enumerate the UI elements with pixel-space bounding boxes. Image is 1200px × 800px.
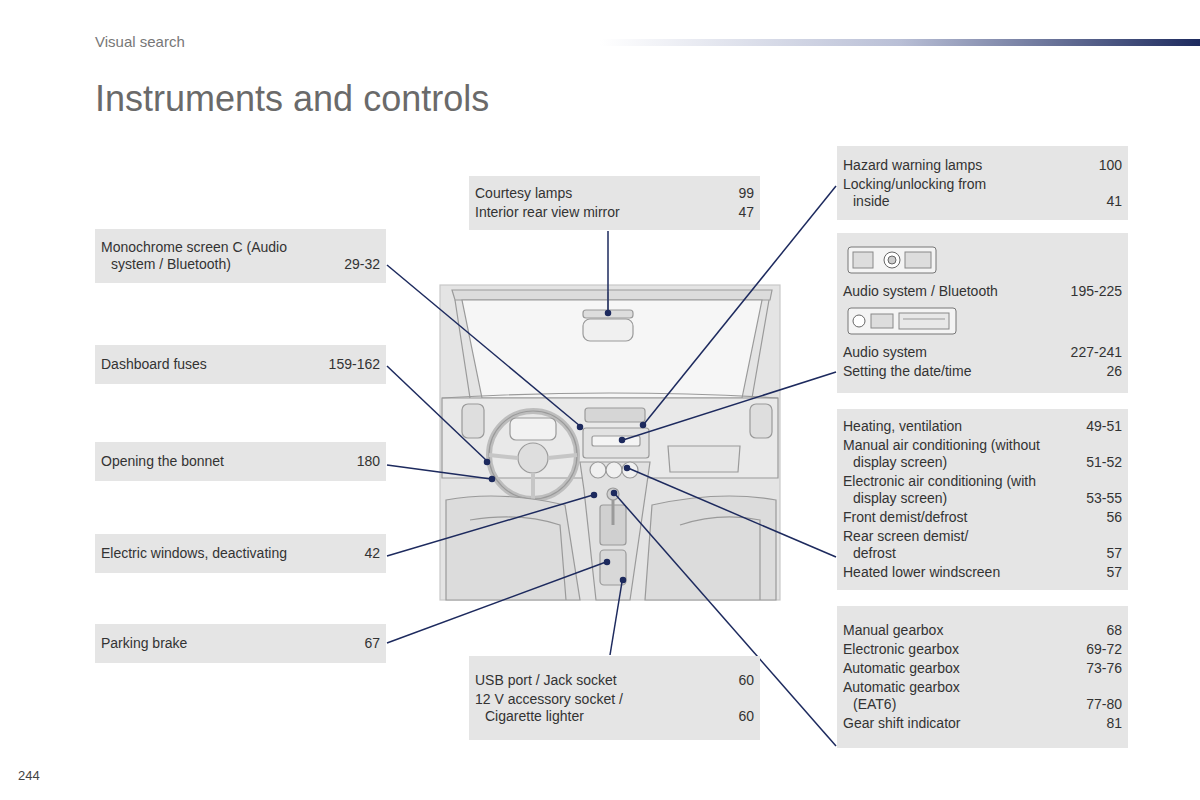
page-reference: 57 (1098, 545, 1122, 562)
page-reference: 159-162 (321, 356, 380, 373)
page-reference: 57 (1098, 564, 1122, 581)
page-reference: 73-76 (1078, 660, 1122, 677)
entry-row: Hazard warning lamps 100 (843, 157, 1122, 174)
page-reference: 60 (730, 708, 754, 725)
page-reference: 41 (1098, 193, 1122, 210)
item-name: Manual air conditioning (without display… (843, 437, 1043, 471)
callout-box: Opening the bonnet 180 (95, 442, 386, 481)
entry-row: 12 V accessory socket / Cigarette lighte… (475, 691, 754, 725)
item-name: Courtesy lamps (475, 185, 572, 202)
item-name: Manual gearbox (843, 622, 943, 639)
page-reference: 81 (1098, 715, 1122, 732)
car-interior (440, 285, 780, 600)
callout-box: USB port / Jack socket 60 12 V accessory s… (469, 656, 760, 740)
page-reference: 56 (1098, 509, 1122, 526)
entry-row: Manual air conditioning (without display… (843, 437, 1122, 471)
entry-row: Heating, ventilation 49-51 (843, 418, 1122, 435)
entry-row: Electronic air conditioning (with displa… (843, 473, 1122, 507)
item-name: Setting the date/time (843, 363, 971, 380)
entry-row: Electric windows, deactivating 42 (101, 545, 380, 562)
page-number: 244 (18, 768, 40, 783)
entry-row: Front demist/defrost 56 (843, 509, 1122, 526)
page-reference: 77-80 (1078, 696, 1122, 713)
page-reference: 67 (356, 635, 380, 652)
header-bar (600, 39, 1200, 46)
page-reference: 47 (730, 204, 754, 221)
item-name: USB port / Jack socket (475, 672, 617, 689)
item-name: Dashboard fuses (101, 356, 207, 373)
item-name: Electric windows, deactivating (101, 545, 287, 562)
entry-row: Automatic gearbox 73-76 (843, 660, 1122, 677)
item-name: Audio system / Bluetooth (843, 283, 998, 300)
callout-box: Parking brake 67 (95, 624, 386, 663)
item-name: Monochrome screen C (Audio system / Blue… (101, 239, 301, 273)
entry-row: Electronic gearbox 69-72 (843, 641, 1122, 658)
item-name: Electronic air conditioning (with displa… (843, 473, 1053, 507)
entry-row: Audio system 227-241 (843, 344, 1122, 361)
item-name: Gear shift indicator (843, 715, 963, 732)
item-name: Automatic gearbox (EAT6) (843, 679, 993, 713)
callout-box: Hazard warning lamps 100Locking/unlocking… (837, 146, 1128, 220)
entry-row: Manual gearbox 68 (843, 622, 1122, 639)
page-reference: 60 (730, 672, 754, 689)
item-name: Automatic gearbox (843, 660, 960, 677)
page-reference: 68 (1098, 622, 1122, 639)
audio-unit-icon (847, 307, 1122, 339)
page-reference: 51-52 (1078, 454, 1122, 471)
entry-row: Audio system / Bluetooth 195-225 (843, 283, 1122, 300)
callout-box: Courtesy lamps 99Interior rear view mirro… (469, 176, 760, 230)
page-reference: 49-51 (1078, 418, 1122, 435)
page-reference: 180 (349, 453, 380, 470)
audio-unit-icon (847, 246, 1122, 278)
item-name: Hazard warning lamps (843, 157, 982, 174)
callout-box: Audio system / Bluetooth195-225Audio sys… (837, 233, 1128, 393)
entry-row: Monochrome screen C (Audio system / Blue… (101, 239, 380, 273)
page-reference: 29-32 (336, 256, 380, 273)
item-name: Front demist/defrost (843, 509, 968, 526)
section-header: Visual search (95, 33, 185, 50)
item-name: Rear screen demist/ defrost (843, 528, 1003, 562)
page-reference: 53-55 (1078, 490, 1122, 507)
entry-row: Setting the date/time 26 (843, 363, 1122, 380)
item-name: Heating, ventilation (843, 418, 962, 435)
item-name: Locking/unlocking from inside (843, 176, 993, 210)
entry-row: Dashboard fuses 159-162 (101, 356, 380, 373)
entry-row: Locking/unlocking from inside 41 (843, 176, 1122, 210)
entry-row: Gear shift indicator 81 (843, 715, 1122, 732)
entry-row: Interior rear view mirror 47 (475, 204, 754, 221)
callout-box: Dashboard fuses 159-162 (95, 345, 386, 384)
entry-row: Rear screen demist/ defrost 57 (843, 528, 1122, 562)
entry-row: USB port / Jack socket 60 (475, 672, 754, 689)
item-name: Parking brake (101, 635, 187, 652)
item-name: 12 V accessory socket / Cigarette lighte… (475, 691, 675, 725)
page-title: Instruments and controls (95, 78, 489, 120)
item-name: Opening the bonnet (101, 453, 224, 470)
page-reference: 42 (356, 545, 380, 562)
page-reference: 26 (1098, 363, 1122, 380)
leader-lines (387, 186, 836, 746)
callout-box: Electric windows, deactivating 42 (95, 534, 386, 573)
entry-row: Courtesy lamps 99 (475, 185, 754, 202)
entry-row: Opening the bonnet 180 (101, 453, 380, 470)
page-reference: 195-225 (1063, 283, 1122, 300)
item-name: Heated lower windscreen (843, 564, 1000, 581)
entry-row: Parking brake 67 (101, 635, 380, 652)
page-reference: 99 (730, 185, 754, 202)
callout-box: Manual gearbox 68Electronic gearbox 69-72A… (837, 606, 1128, 748)
entry-row: Automatic gearbox (EAT6) 77-80 (843, 679, 1122, 713)
page-reference: 227-241 (1063, 344, 1122, 361)
page-reference: 69-72 (1078, 641, 1122, 658)
callout-box: Heating, ventilation 49-51Manual air cond… (837, 409, 1128, 590)
item-name: Electronic gearbox (843, 641, 959, 658)
callout-box: Monochrome screen C (Audio system / Blue… (95, 229, 386, 283)
entry-row: Heated lower windscreen 57 (843, 564, 1122, 581)
item-name: Interior rear view mirror (475, 204, 620, 221)
item-name: Audio system (843, 344, 927, 361)
page-reference: 100 (1091, 157, 1122, 174)
